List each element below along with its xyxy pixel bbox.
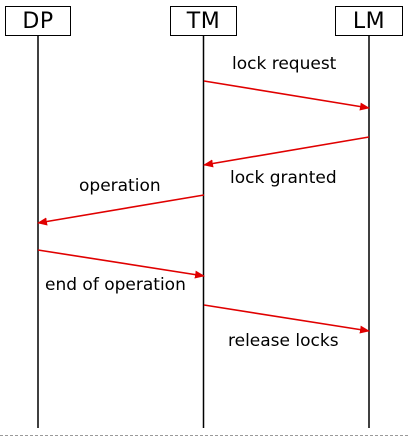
label-end-of-operation: end of operation [45, 275, 186, 295]
arrow-end-operation [37, 249, 205, 279]
bottom-divider [0, 435, 408, 436]
label-operation: operation [79, 176, 161, 196]
arrow-lock-request [203, 80, 370, 111]
actor-dp: DP [5, 6, 71, 36]
actor-lm: LM [335, 6, 403, 36]
arrow-operation [37, 194, 205, 226]
actor-tm: TM [170, 6, 237, 36]
arrow-release-locks [203, 304, 370, 334]
label-lock-granted: lock granted [230, 168, 337, 188]
arrow-lock-granted [203, 136, 370, 168]
label-lock-request: lock request [232, 54, 337, 74]
label-release-locks: release locks [228, 331, 339, 351]
